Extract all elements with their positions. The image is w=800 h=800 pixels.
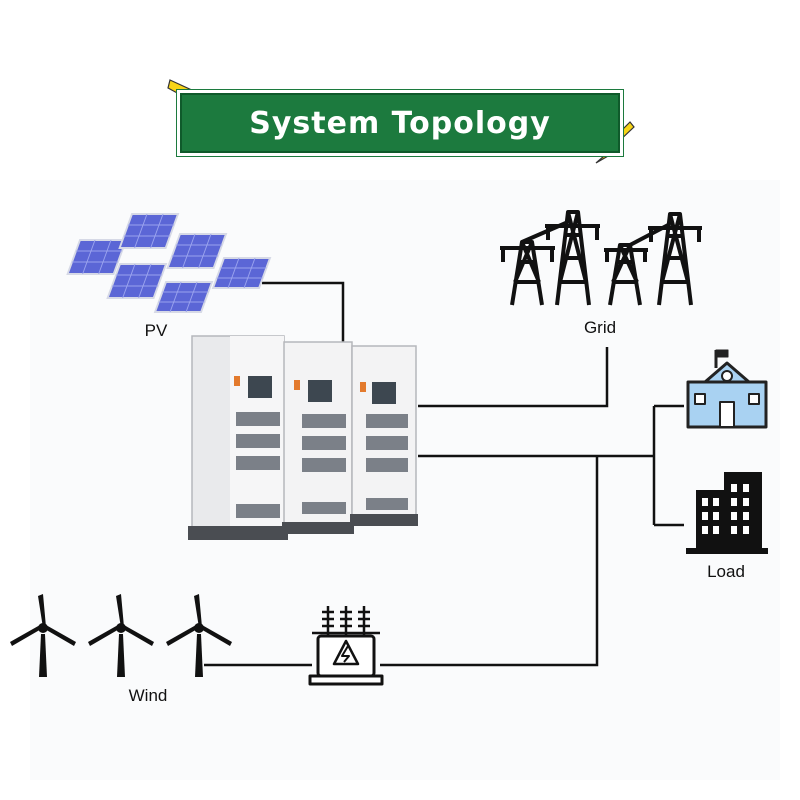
load-label: Load: [707, 562, 745, 581]
pv-line: [262, 281, 345, 343]
school-building-icon: [686, 349, 768, 429]
energy-storage-cabinet: [350, 345, 418, 526]
grid-label: Grid: [583, 318, 617, 337]
connection-lines: [204, 281, 684, 667]
wind-turbine-icon: [10, 594, 76, 677]
transmission-tower-icon: [604, 212, 702, 306]
pv-label: PV: [144, 321, 168, 340]
office-building-icon: [686, 472, 768, 554]
grid-line: [418, 347, 609, 408]
wind-turbine-icon: [166, 594, 232, 677]
energy-storage-cabinet: [188, 335, 288, 540]
page-title: System Topology: [249, 105, 551, 141]
transformer-icon: [308, 606, 384, 686]
energy-storage-cabinet: [282, 341, 354, 534]
solar-panel-icon: [66, 213, 272, 313]
transmission-tower-icon: [500, 210, 600, 306]
wind-turbine-icon: [88, 594, 154, 677]
transformer-line: [380, 456, 599, 667]
title-banner: System Topology: [180, 93, 620, 153]
wind-label: Wind: [128, 686, 168, 705]
